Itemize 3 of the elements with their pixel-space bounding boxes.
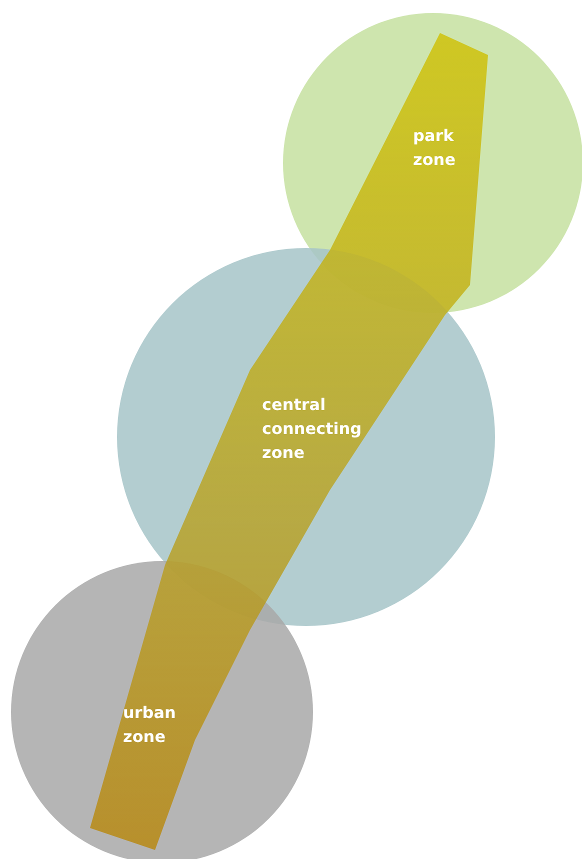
zone-label: urban zone — [123, 702, 177, 748]
zone-label: central connecting zone — [262, 394, 363, 464]
zone-label: park zone — [413, 125, 457, 171]
